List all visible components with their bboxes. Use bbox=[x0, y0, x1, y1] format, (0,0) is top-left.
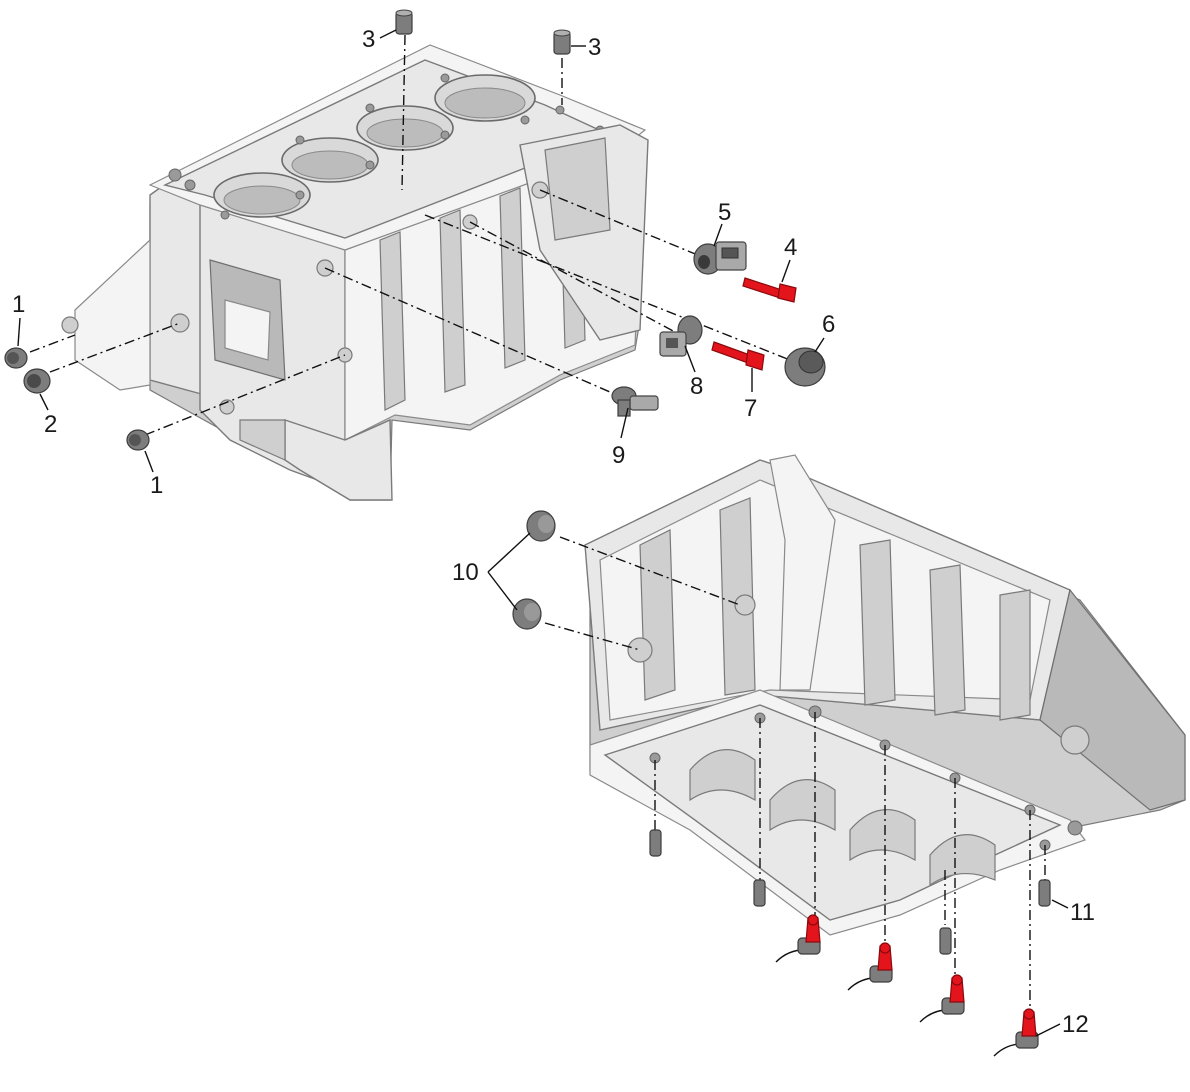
freeze-plug-10b bbox=[512, 598, 542, 630]
leader-lines bbox=[17, 29, 1069, 1037]
oil-nozzle-12c bbox=[919, 974, 965, 1023]
callout-3b: 3 bbox=[588, 34, 601, 61]
callout-5: 5 bbox=[718, 199, 731, 226]
assembly-lines bbox=[29, 34, 1046, 1015]
dowel-pins-11 bbox=[649, 829, 1051, 955]
dowel-sleeve-3a bbox=[395, 9, 413, 35]
dowel-sleeve-3b bbox=[553, 29, 571, 55]
cylinder-bores bbox=[213, 74, 536, 218]
callout-8: 8 bbox=[690, 373, 703, 400]
callout-7: 7 bbox=[744, 395, 757, 422]
oil-nozzle-12a bbox=[775, 914, 821, 963]
upper-engine-block bbox=[61, 44, 649, 501]
sensor-8 bbox=[659, 315, 703, 357]
plug-1a bbox=[4, 347, 28, 369]
oil-nozzle-12d bbox=[993, 1008, 1039, 1057]
lower-engine-block bbox=[584, 454, 1186, 936]
callout-9: 9 bbox=[612, 442, 625, 469]
callout-2: 2 bbox=[44, 411, 57, 438]
callout-1b: 1 bbox=[150, 472, 163, 499]
callout-3a: 3 bbox=[362, 26, 375, 53]
callout-6: 6 bbox=[822, 311, 835, 338]
freeze-plug-10a bbox=[526, 510, 556, 542]
oil-nozzle-12b bbox=[847, 942, 893, 991]
bolt-4 bbox=[742, 277, 797, 303]
sensor-5 bbox=[693, 241, 747, 275]
callout-labels: 1 1 2 3 3 4 5 6 7 8 9 10 11 12 bbox=[12, 26, 1095, 1038]
cap-6 bbox=[784, 347, 826, 387]
callout-11: 11 bbox=[1070, 899, 1095, 926]
sealing-plug-2 bbox=[23, 368, 51, 394]
parts bbox=[4, 9, 1051, 1057]
callout-1a: 1 bbox=[12, 291, 25, 318]
main-bearing-saddles bbox=[689, 749, 996, 887]
plug-1b bbox=[126, 429, 150, 451]
bolt-7 bbox=[711, 341, 765, 371]
callout-10: 10 bbox=[452, 559, 479, 586]
callout-4: 4 bbox=[784, 234, 797, 261]
knock-sensor-9 bbox=[611, 386, 659, 417]
callout-12: 12 bbox=[1062, 1011, 1089, 1038]
